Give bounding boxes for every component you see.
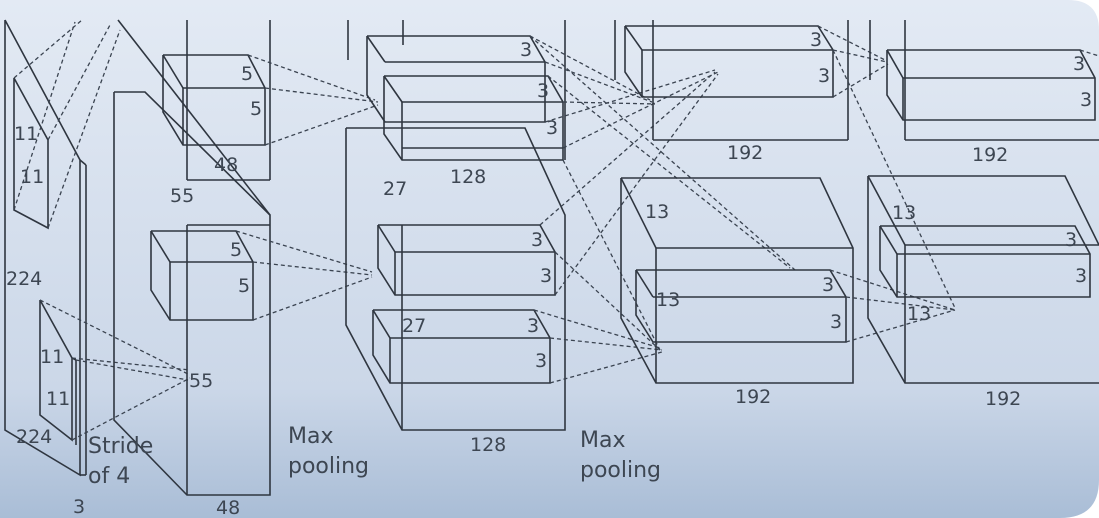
input-dashed-connections [13, 19, 191, 441]
conv3-bottom-kernel-2-label: 3 [830, 311, 842, 333]
conv2-top-kernels [366, 35, 564, 161]
conv2-kernel-4-label: 3 [531, 229, 543, 251]
conv2-top-depth-label: 128 [450, 166, 486, 188]
conv1-top-kernel-b-label: 5 [250, 98, 262, 120]
pool1-label-line2: pooling [288, 454, 369, 479]
conv1-top-kernel-a-label: 5 [241, 63, 253, 85]
conv4-bottom-depth-label: 192 [985, 388, 1021, 410]
conv1-size-a-label: 55 [170, 185, 194, 207]
conv3-top-depth-label: 192 [727, 142, 763, 164]
pool1-label-line1: Max [288, 424, 333, 449]
stride-label-line2: of 4 [88, 464, 130, 489]
conv2-kernel-1-label: 3 [520, 39, 532, 61]
conv1-bottom-depth-label: 48 [216, 497, 240, 518]
conv1-top-depth-label: 48 [214, 154, 238, 176]
conv4-top-kernel-2-label: 3 [1080, 89, 1092, 111]
conv1-bottom-kernel-b-label: 5 [238, 275, 250, 297]
conv2-kernel-6-label: 3 [527, 315, 539, 337]
pool2-label-line1: Max [580, 428, 625, 453]
conv2-size-a-label: 27 [383, 178, 407, 200]
input-height-label: 224 [6, 268, 42, 290]
conv2-bottom-kernels [372, 224, 556, 384]
input-bottom-kernel-height-label: 11 [46, 388, 70, 410]
conv3-top-kernel-2-label: 3 [818, 65, 830, 87]
conv2-kernel-7-label: 3 [535, 350, 547, 372]
conv1-dashed-connections [235, 54, 379, 321]
conv2-kernel-2-label: 3 [537, 80, 549, 102]
conv4-kernel-2-label: 3 [1075, 265, 1087, 287]
input-top-kernel-width-label: 11 [14, 123, 38, 145]
input-width-label: 224 [16, 426, 52, 448]
conv4-size-b-label: 13 [907, 303, 931, 325]
conv2-size-b-label: 27 [402, 315, 426, 337]
conv4-kernel-1-label: 3 [1065, 229, 1077, 251]
conv4-bottom-volume [867, 175, 1099, 384]
conv1-bottom-kernel-a-label: 5 [230, 239, 242, 261]
conv3-size-a-label: 13 [645, 201, 669, 223]
conv1-volume [113, 19, 271, 496]
conv3-size-b-label: 13 [656, 289, 680, 311]
dimension-labels: 11 11 224 11 11 224 Stride of 4 3 5 5 48… [6, 29, 1092, 518]
conv4-top-depth-label: 192 [972, 144, 1008, 166]
conv4-top-kernel-1-label: 3 [1073, 53, 1085, 75]
conv2-dashed-connections [529, 35, 796, 384]
pool2-label-line2: pooling [580, 458, 661, 483]
conv4-top-volume [869, 20, 1099, 141]
stride-label-line1: Stride [88, 434, 153, 459]
conv3-top-kernel-1-label: 3 [810, 29, 822, 51]
input-bottom-kernel-width-label: 11 [40, 346, 64, 368]
input-depth-label: 3 [73, 496, 85, 518]
conv3-bottom-kernel-1-label: 3 [822, 274, 834, 296]
conv3-bottom-depth-label: 192 [735, 386, 771, 408]
conv2-kernel-3-label: 3 [546, 117, 558, 139]
conv2-kernel-5-label: 3 [540, 265, 552, 287]
conv4-size-a-label: 13 [892, 202, 916, 224]
input-top-kernel-height-label: 11 [20, 166, 44, 188]
conv1-size-b-label: 55 [189, 370, 213, 392]
conv2-bottom-depth-label: 128 [470, 434, 506, 456]
